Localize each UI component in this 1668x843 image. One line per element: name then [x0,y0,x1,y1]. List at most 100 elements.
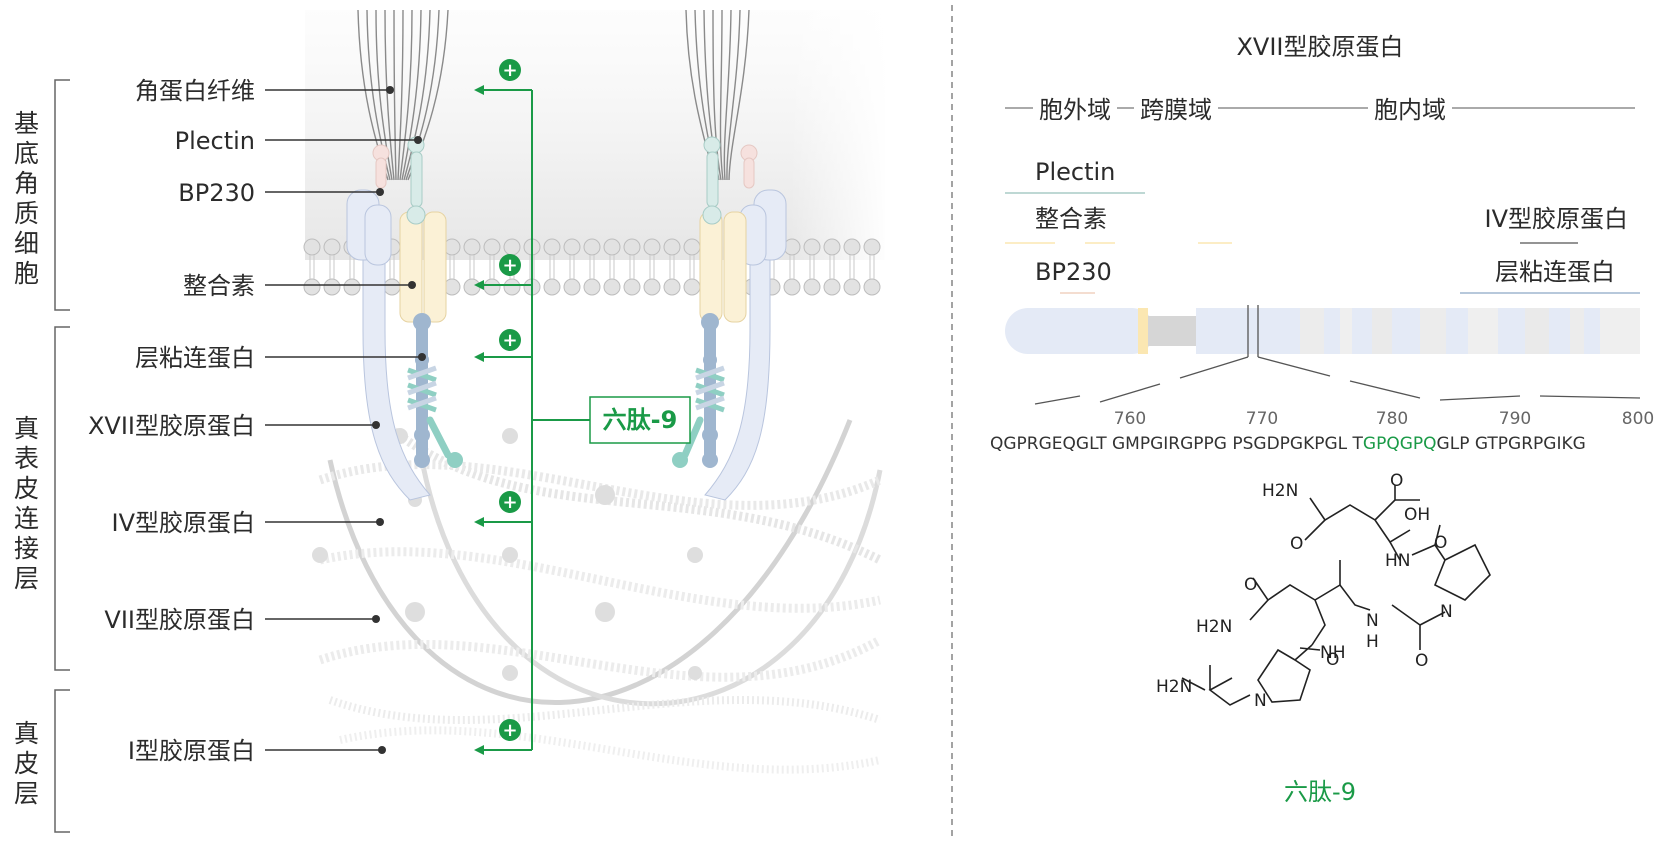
lipid-tail [469,267,475,279]
lipid-tail [629,267,635,279]
lipid-head [323,278,341,296]
lipid-head [683,238,701,256]
lipid-head [303,238,321,256]
lipid-tail [449,255,455,267]
lipid-tail [449,267,455,279]
sequence-after: GLP GTPGRPGIKG [1437,434,1586,454]
lipid-head [563,238,581,256]
lipid-head [543,238,561,256]
lipid-head [683,278,701,296]
lipid-head [483,238,501,256]
lipid-tail [829,267,835,279]
lipid-head [663,278,681,296]
lipid-tail [669,255,675,267]
peptide-box [589,396,691,444]
atom-h: H [1366,632,1379,652]
group-label-dej: 真 表 皮 连 接 层 [14,414,47,593]
lipid-head [643,278,661,296]
zoom-lines [1034,356,1641,405]
lipid-head [863,278,881,296]
lipid-head [803,238,821,256]
amino-acid-sequence: QGPRGEQGLT GMPGIRGPPG PSGDPGKPGL TGPQGPQ… [990,434,1586,454]
lipid-tail [809,255,815,267]
lipid-head [463,238,481,256]
atom-h2n-3: H2N [1156,677,1192,697]
lipid-tail [649,255,655,267]
lipid-tail [609,267,615,279]
binding-bp230: BP230 [1035,258,1112,286]
lipid-head [603,278,621,296]
lipid-head [643,238,661,256]
lipid-tail [349,267,355,279]
atom-n-1: N [1440,602,1453,622]
lipid-tail [609,255,615,267]
lipid-tail [669,267,675,279]
lipid-tail [529,255,535,267]
lipid-tail [629,255,635,267]
tick-790: 790 [1499,409,1531,429]
plus-icon: + [502,492,517,513]
lipid-head [863,238,881,256]
atom-o-6: O [1326,650,1339,670]
sequence-before: QGPRGEQGLT GMPGIRGPPG PSGDPGKPGL T [990,434,1364,454]
atom-h2n-2: H2N [1196,617,1232,637]
domain-bar [1005,305,1640,357]
lipid-head [823,278,841,296]
lipid-head [543,278,561,296]
lipid-tail [569,255,575,267]
tick-770: 770 [1246,409,1278,429]
plus-icon: + [502,255,517,276]
lipid-tail [689,255,695,267]
hemidesmosome-right [672,136,787,501]
atom-h2n-1: H2N [1262,481,1298,501]
label-keratin: 角蛋白纤维 [135,77,255,105]
lipid-head [383,278,401,296]
lipid-tail [309,255,315,267]
lipid-head [303,278,321,296]
lipid-tail [389,267,395,279]
atom-nh: NH [1320,643,1346,663]
lipid-tail [829,255,835,267]
peptide-box-label: 六肽-9 [603,406,678,434]
label-dots [372,86,426,754]
lipid-tail [549,267,555,279]
peptide-arrows [482,89,590,751]
domain-extracellular: 胞外域 [1039,96,1111,124]
domain-transmembrane: 跨膜域 [1140,96,1212,124]
lipid-head [563,278,581,296]
lipid-head [823,238,841,256]
binding-collagen-iv: IV型胶原蛋白 [1485,205,1629,233]
plus-icon: + [502,60,517,81]
atom-hn: HN [1385,551,1411,571]
atom-n-2: N [1366,611,1379,631]
lipid-head [783,278,801,296]
lipid-tail [329,255,335,267]
label-integrin: 整合素 [183,272,255,300]
lipid-head [503,238,521,256]
cell-membrane [303,238,881,296]
lipid-tail [689,267,695,279]
atom-oh: OH [1404,505,1430,525]
lipid-tail [569,267,575,279]
lipid-head [343,278,361,296]
lipid-tail [309,267,315,279]
position-ticks: 760 770 780 790 800 [1114,409,1654,429]
lipid-head [843,278,861,296]
lipid-tail [329,267,335,279]
arrow-heads [474,85,484,755]
binding-laminin: 层粘连蛋白 [1495,258,1615,286]
label-plectin: Plectin [175,127,255,155]
collagen-nodes [312,428,703,681]
atom-o-1: O [1290,534,1303,554]
lipid-head [603,238,621,256]
binding-plectin: Plectin [1035,158,1115,186]
label-laminin: 层粘连蛋白 [135,344,255,372]
tick-800: 800 [1622,409,1654,429]
lipid-tail [769,267,775,279]
lipid-tail [549,255,555,267]
domain-intracellular: 胞内域 [1374,96,1446,124]
label-bp230: BP230 [178,179,255,207]
lipid-head [503,278,521,296]
lipid-tail [649,267,655,279]
